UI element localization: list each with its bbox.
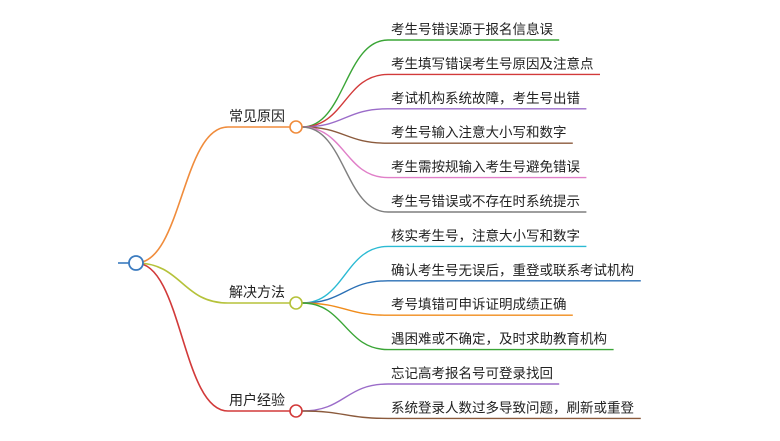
leaf-node-1-1[interactable]: 考生号错误源于报名信息误 [391,21,553,38]
link [301,108,389,128]
link [301,302,389,316]
link [135,262,229,304]
link [301,410,389,420]
leaf-node-1-5[interactable]: 考生需按规输入考生号避免错误 [391,160,580,176]
branch-toggle-1[interactable] [289,120,303,134]
leaf-node-1-2[interactable]: 考生填写错误考生号原因及注意点 [391,55,594,72]
branch-label-3: 用户经验 [229,392,285,409]
link [135,262,229,412]
branch-label-1: 常见原因 [229,109,285,125]
leaf-node-2-4[interactable]: 遇困难或不确定，及时求助教育机构 [391,332,607,348]
branch-toggle-3[interactable] [289,404,303,418]
link [301,39,389,128]
leaf-node-2-3[interactable]: 考号填错可申诉证明成绩正确 [391,297,567,313]
branch-label-2: 解决方法 [229,285,285,301]
link [301,245,389,304]
link [301,302,389,351]
mindmap-links [118,39,641,420]
link [301,126,389,213]
leaf-node-3-2[interactable]: 系统登录人数过多导致问题，刷新或重登 [391,399,634,416]
link [301,280,389,304]
mindmap-nodes: 常见原因 考生号错误源于报名信息误考生填写错误考生号原因及注意点考试机构系统故障，… [128,21,634,418]
link [135,126,229,264]
link [301,126,389,179]
leaf-node-1-6[interactable]: 考生号错误或不存在时系统提示 [391,194,580,210]
link [301,126,389,144]
leaf-node-3-1[interactable]: 忘记高考报名号可登录找回 [391,365,553,382]
link [301,383,389,412]
branch-toggle-2[interactable] [289,296,303,310]
leaf-node-1-3[interactable]: 考试机构系统故障，考生号出错 [391,91,580,107]
leaf-node-1-4[interactable]: 考生号输入注意大小写和数字 [391,124,567,141]
leaf-node-2-1[interactable]: 核实考生号，注意大小写和数字 [391,227,580,244]
root-node[interactable] [128,255,144,271]
leaf-node-2-2[interactable]: 确认考生号无误后，重登或联系考试机构 [391,263,634,279]
link [301,73,389,128]
